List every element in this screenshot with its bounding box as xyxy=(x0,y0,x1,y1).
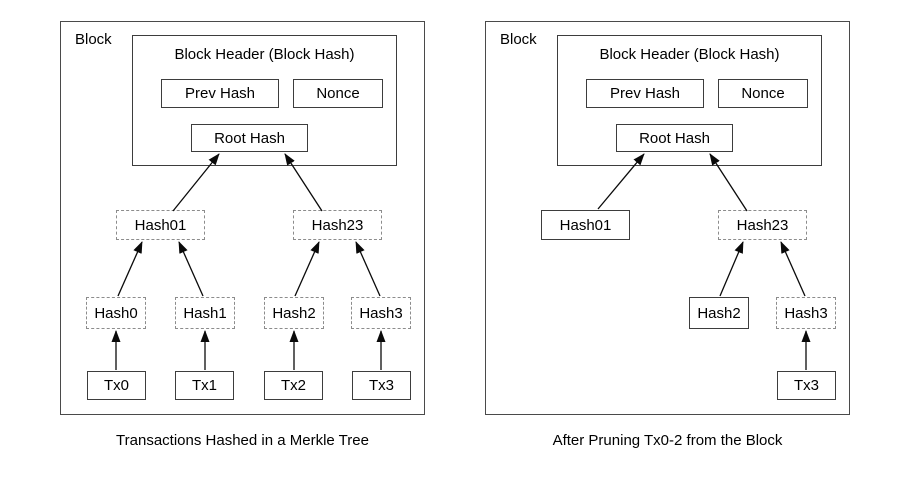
hash23-node-right: Hash23 xyxy=(718,210,807,240)
tx3-node-left: Tx3 xyxy=(352,371,411,400)
block-label-left: Block xyxy=(75,31,112,48)
hash01-node-left: Hash01 xyxy=(116,210,205,240)
nonce-node-right: Nonce xyxy=(718,79,808,108)
tx1-node-left: Tx1 xyxy=(175,371,234,400)
hash3-node-right: Hash3 xyxy=(776,297,836,329)
prev-hash-node-right: Prev Hash xyxy=(586,79,704,108)
root-hash-node-left: Root Hash xyxy=(191,124,308,152)
hash2-node-left: Hash2 xyxy=(264,297,324,329)
hash01-node-right: Hash01 xyxy=(541,210,630,240)
caption-right: After Pruning Tx0-2 from the Block xyxy=(552,432,783,449)
block-label-right: Block xyxy=(500,31,537,48)
tx0-node-left: Tx0 xyxy=(87,371,146,400)
nonce-node-left: Nonce xyxy=(293,79,383,108)
root-hash-node-right: Root Hash xyxy=(616,124,733,152)
caption-left: Transactions Hashed in a Merkle Tree xyxy=(116,432,369,449)
block-header-title-left: Block Header (Block Hash) xyxy=(174,46,355,63)
hash23-node-left: Hash23 xyxy=(293,210,382,240)
prev-hash-node-left: Prev Hash xyxy=(161,79,279,108)
hash0-node-left: Hash0 xyxy=(86,297,146,329)
tx3-node-right: Tx3 xyxy=(777,371,836,400)
hash3-node-left: Hash3 xyxy=(351,297,411,329)
block-header-title-right: Block Header (Block Hash) xyxy=(599,46,780,63)
hash1-node-left: Hash1 xyxy=(175,297,235,329)
tx2-node-left: Tx2 xyxy=(264,371,323,400)
hash2-node-right: Hash2 xyxy=(689,297,749,329)
